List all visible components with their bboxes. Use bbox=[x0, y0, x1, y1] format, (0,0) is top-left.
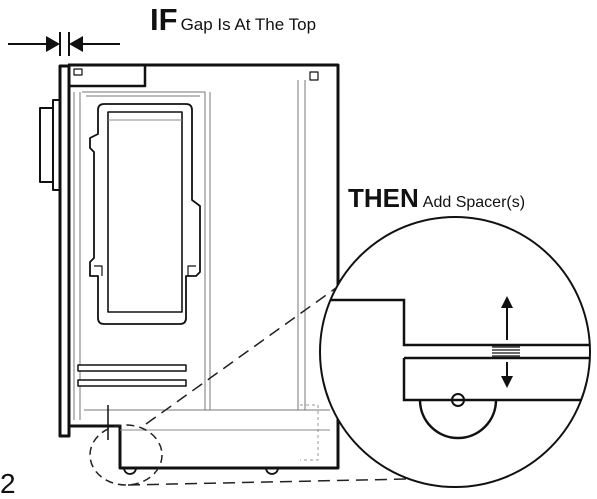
callout-circle-small bbox=[89, 424, 163, 486]
spacer-shims bbox=[492, 346, 520, 357]
adjustment-arrows bbox=[501, 296, 513, 388]
action-text: Add Spacer(s) bbox=[422, 194, 526, 211]
door-handle bbox=[39, 107, 54, 183]
zoom-detail-circle bbox=[319, 216, 591, 488]
step-number: 2 bbox=[0, 468, 16, 499]
condition-text: Gap Is At The Top bbox=[180, 15, 317, 34]
gap-indicator-arrows bbox=[8, 32, 120, 56]
action-keyword: THEN bbox=[348, 183, 419, 213]
refrigerator-unit bbox=[39, 63, 340, 475]
cabinet-body bbox=[68, 63, 340, 470]
door-panel bbox=[58, 64, 71, 438]
condition-keyword: IF bbox=[150, 2, 178, 37]
zoom-leader-lines bbox=[127, 287, 456, 486]
